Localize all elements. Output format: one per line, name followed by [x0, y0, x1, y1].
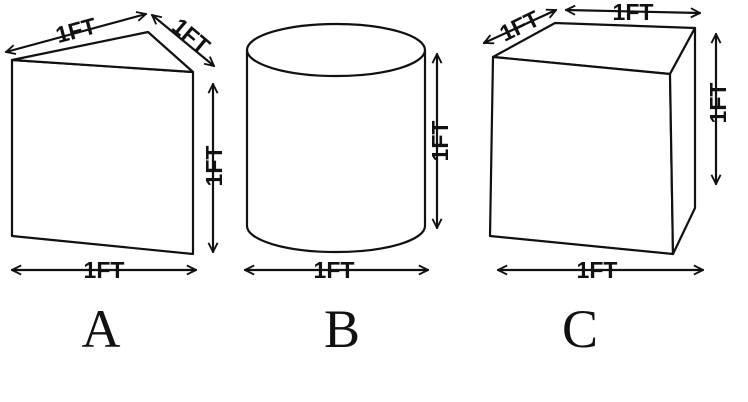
figure-c-cube: 1FT 1FT 1FT 1FT C — [482, 0, 731, 359]
dimension-label-height-b: 1FT — [427, 121, 453, 162]
dimension-label-top-back-c: 1FT — [613, 0, 654, 25]
prism-front-face — [10, 58, 195, 256]
cylinder-top-ellipse — [245, 22, 427, 78]
dimension-label-top-side-a: 1FT — [167, 13, 215, 59]
figure-letter-c: C — [562, 299, 598, 359]
dimension-arrow-top-back-c — [564, 4, 702, 19]
cube-front-face — [488, 55, 675, 256]
dimension-label-bottom-b: 1FT — [314, 257, 355, 283]
figure-letter-a: A — [82, 299, 121, 359]
dimension-arrow-top-front-a — [4, 11, 148, 55]
dimension-label-bottom-c: 1FT — [577, 257, 618, 283]
dimension-label-height-a: 1FT — [201, 146, 227, 187]
figure-letter-b: B — [324, 299, 360, 359]
cube-side-face — [668, 26, 697, 256]
cylinder-body — [245, 48, 427, 254]
dimension-arrow-top-side-a — [150, 13, 216, 68]
dimension-label-bottom-a: 1FT — [84, 257, 125, 283]
dimension-arrow-top-side-c — [482, 8, 558, 45]
figure-b-cylinder: 1FT 1FT B — [243, 22, 453, 359]
dimension-label-height-c: 1FT — [705, 83, 731, 124]
figure-a-triangular-prism: 1FT 1FT 1FT 1FT A — [4, 11, 227, 359]
